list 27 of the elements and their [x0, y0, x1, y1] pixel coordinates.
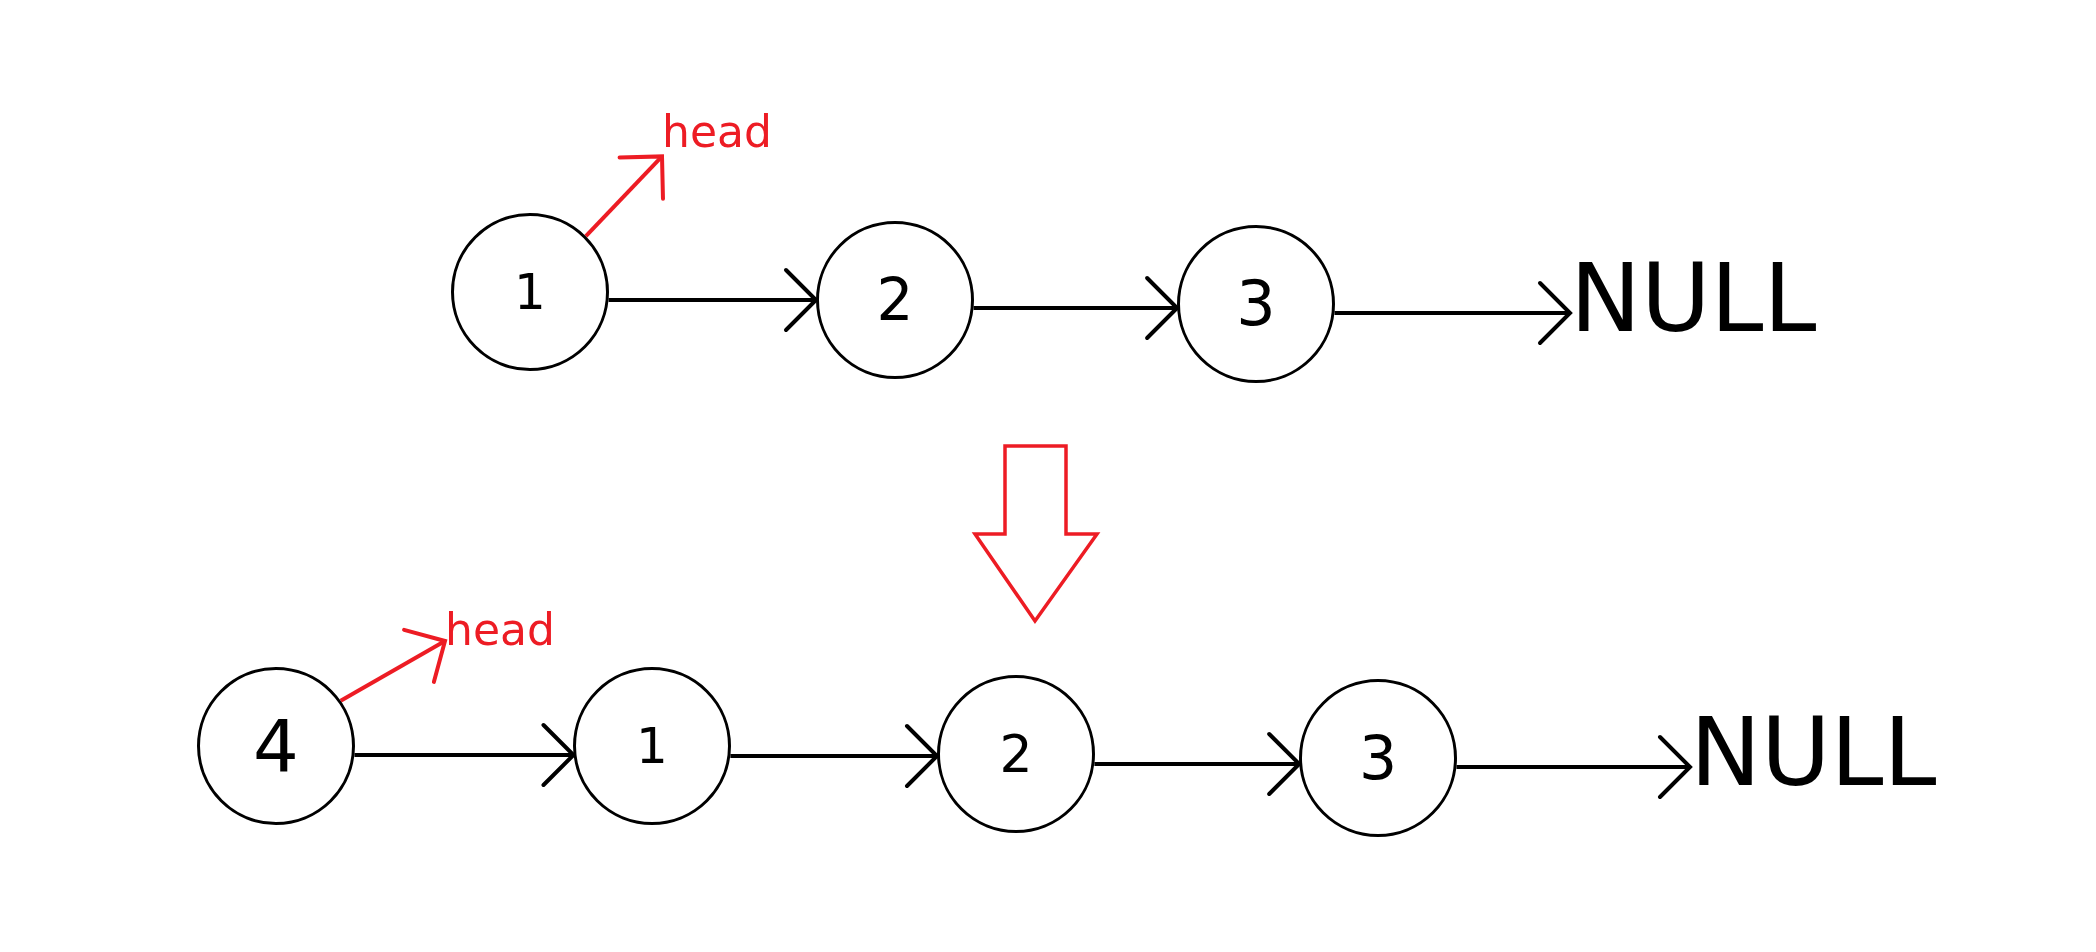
null-label: NULL — [1570, 246, 1817, 351]
arrow — [1334, 281, 1572, 345]
node-value: 2 — [876, 271, 914, 329]
arrow — [354, 723, 576, 787]
arrow — [1094, 732, 1302, 796]
node-circle — [451, 213, 609, 371]
arrow — [608, 268, 818, 332]
node-circle — [1177, 225, 1335, 383]
node-value: 4 — [253, 710, 299, 782]
pointer-label: head — [662, 108, 772, 157]
arrow — [973, 276, 1180, 340]
arrow — [730, 724, 939, 788]
node-value: 3 — [1236, 273, 1276, 335]
node-circle — [1299, 679, 1457, 837]
node-circle — [197, 667, 355, 825]
pointer-label: head — [445, 606, 555, 655]
pointer-arrow — [339, 627, 447, 703]
node-circle — [573, 667, 731, 825]
node-value: 1 — [514, 267, 546, 317]
node-circle — [937, 675, 1095, 833]
null-label: NULL — [1690, 700, 1937, 805]
node-value: 3 — [1358, 728, 1398, 788]
node-value: 2 — [999, 728, 1033, 780]
node-value: 1 — [636, 721, 668, 771]
arrow — [1456, 735, 1692, 799]
node-circle — [816, 221, 974, 379]
pointer-arrow — [584, 154, 665, 238]
